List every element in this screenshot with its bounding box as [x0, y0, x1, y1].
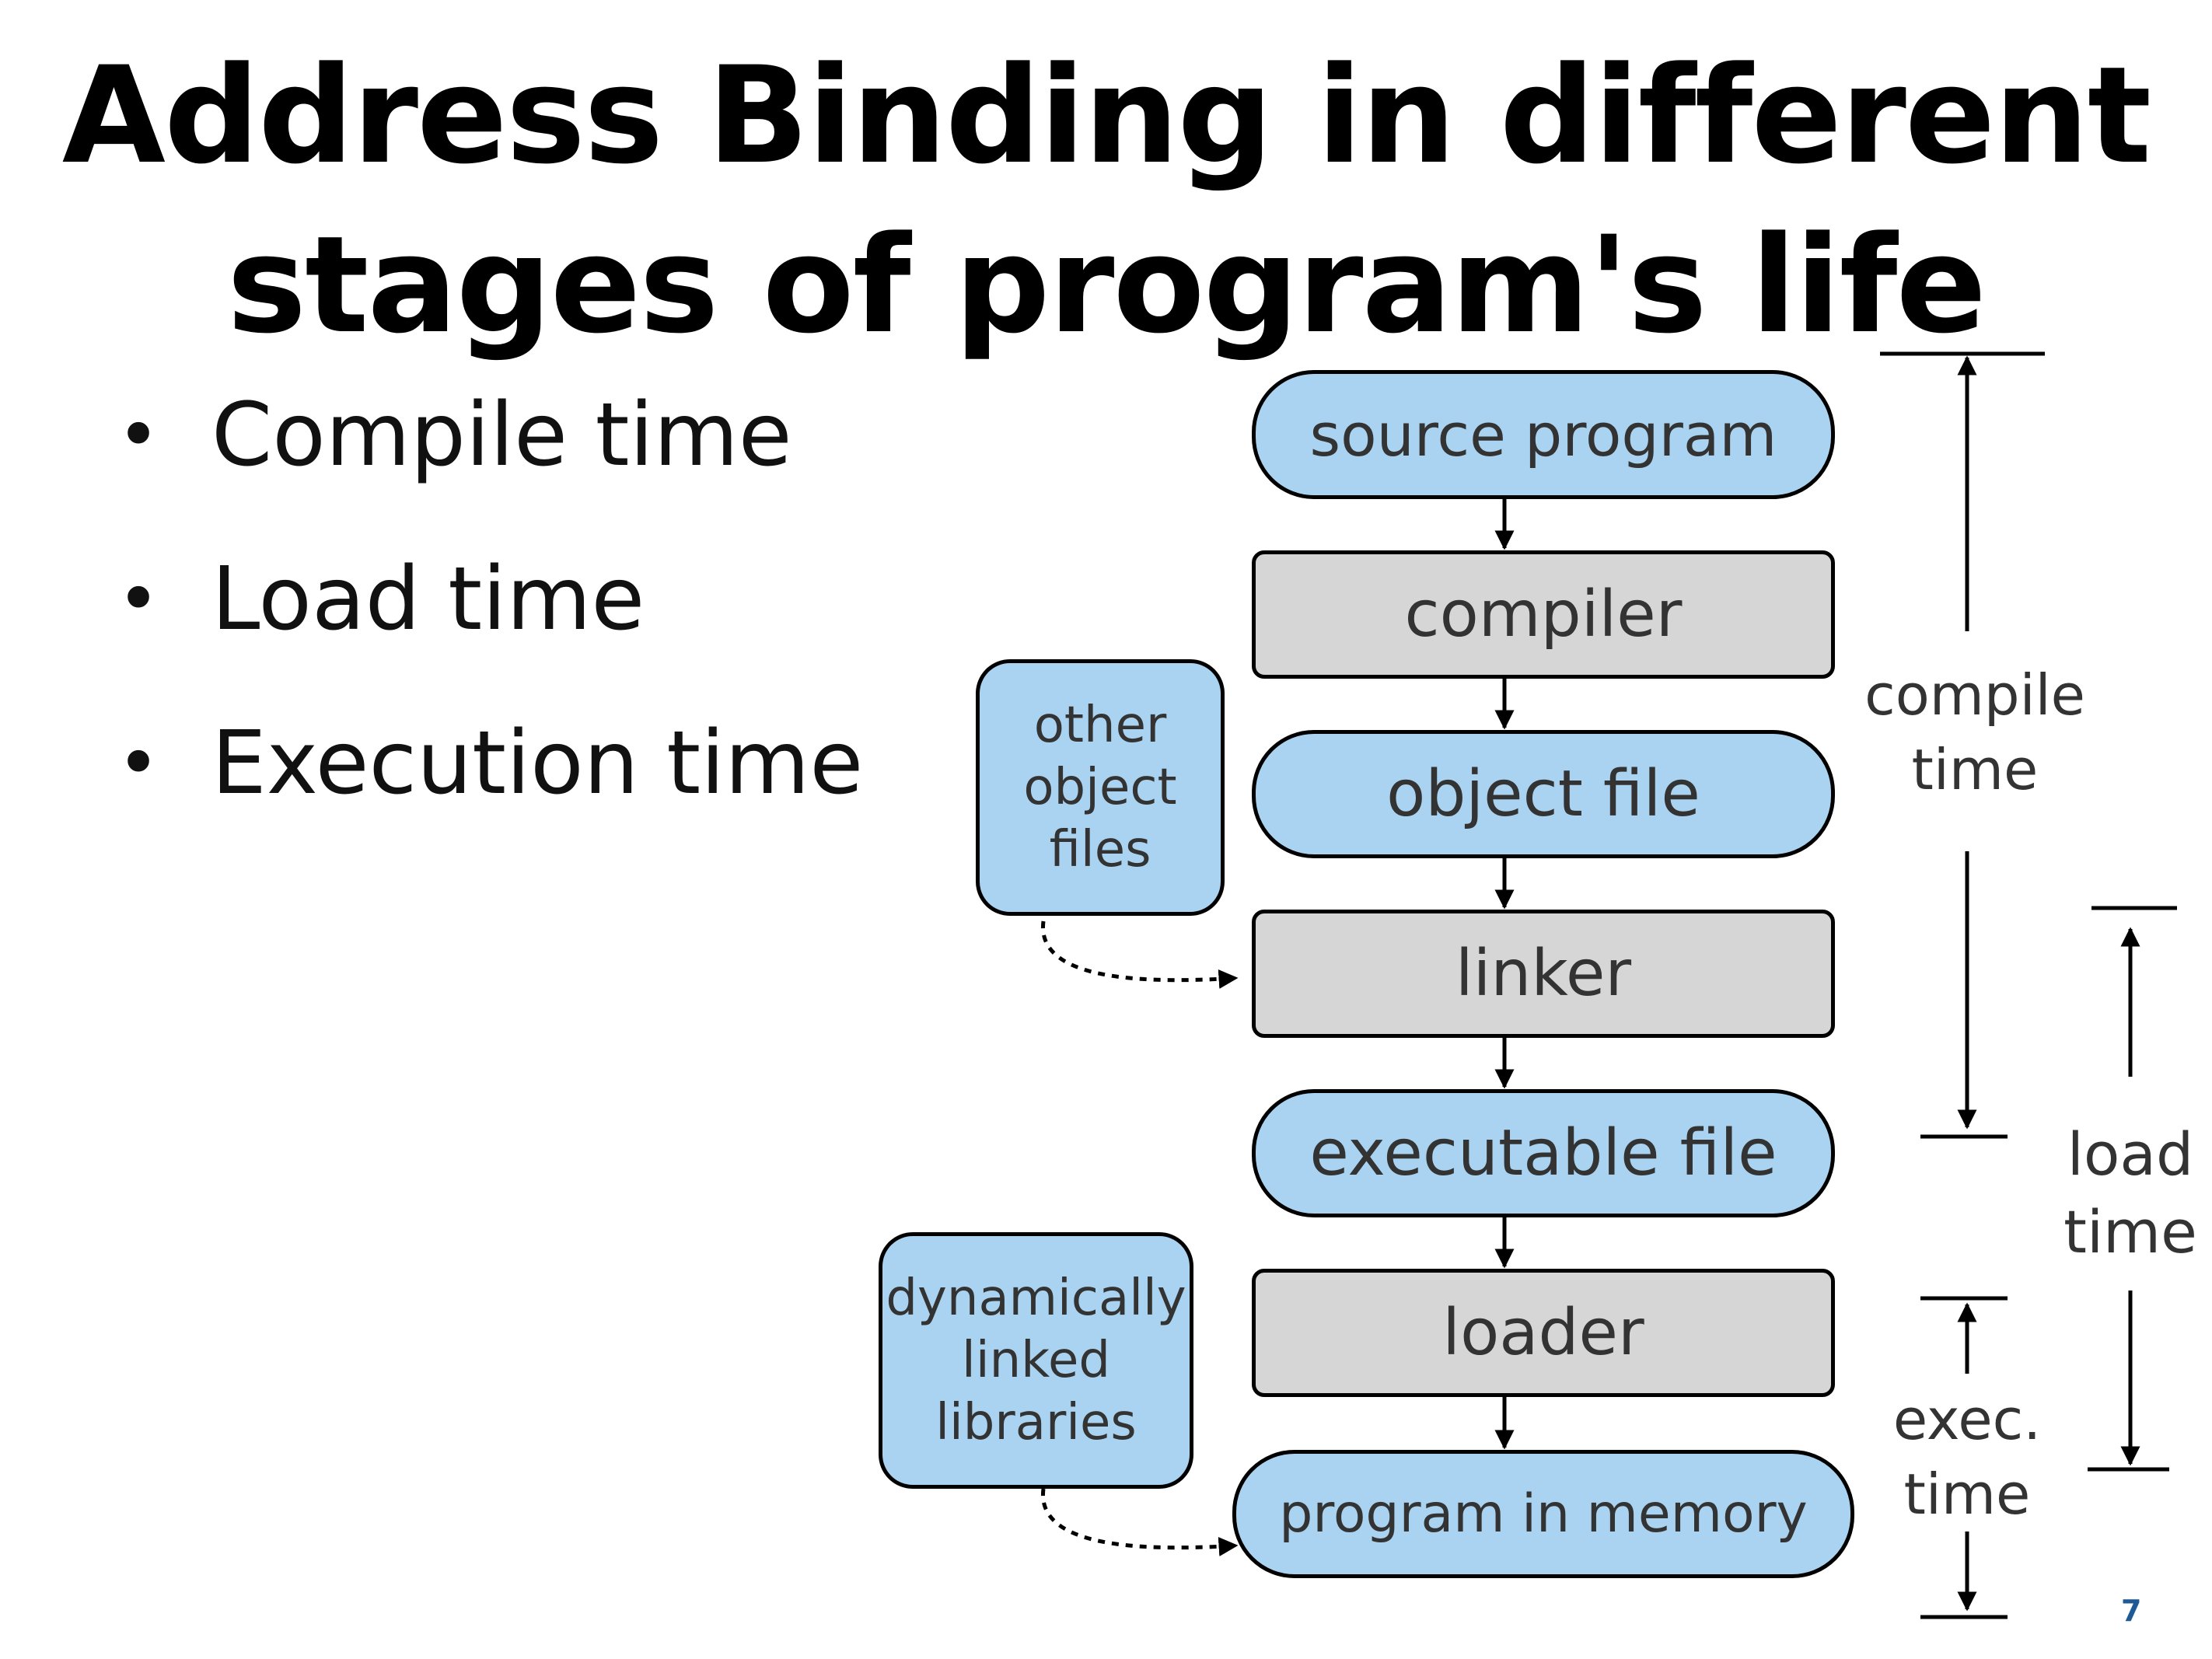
dynamic-libraries-line-2: linked — [962, 1332, 1110, 1389]
other-object-files-node: other object files — [976, 659, 1225, 916]
dynamically-linked-libraries-node: dynamically linked libraries — [879, 1232, 1193, 1489]
title-line-1: Address Binding in different — [61, 37, 2151, 194]
dotted-arrow-objects-to-linker — [1041, 920, 1239, 989]
exec-time-label: exec. time — [1866, 1382, 2068, 1532]
bullet-execution-time: Execution time — [117, 705, 863, 869]
program-in-memory-label: program in memory — [1279, 1483, 1808, 1545]
loader-label: loader — [1442, 1296, 1644, 1370]
compile-time-label: compile time — [1850, 658, 2099, 807]
source-program-label: source program — [1309, 400, 1777, 470]
program-in-memory-node: program in memory — [1232, 1450, 1854, 1578]
executable-file-node: executable file — [1252, 1089, 1835, 1217]
bullet-list: Compile time Load time Execution time — [117, 377, 863, 869]
dotted-arrow-libraries-to-memory — [1041, 1488, 1239, 1556]
bullet-load-time: Load time — [117, 541, 863, 705]
compiler-label: compiler — [1404, 578, 1683, 651]
dynamic-libraries-line-1: dynamically — [886, 1270, 1186, 1327]
slide-title: Address Binding in different stages of p… — [0, 31, 2212, 370]
bullet-compile-time: Compile time — [117, 377, 863, 541]
object-file-node: object file — [1252, 730, 1835, 858]
exec-time-word-2: time — [1903, 1462, 2031, 1527]
load-time-word-1: load — [2067, 1119, 2194, 1189]
dynamic-libraries-line-3: libraries — [935, 1394, 1137, 1451]
other-object-files-line-2: object — [1023, 759, 1177, 816]
title-line-2: stages of program's life — [226, 207, 1987, 363]
exec-time-word-1: exec. — [1892, 1387, 2042, 1452]
source-program-node: source program — [1252, 370, 1835, 499]
executable-file-label: executable file — [1309, 1116, 1777, 1190]
linker-label: linker — [1455, 937, 1632, 1011]
other-object-files-line-3: files — [1049, 821, 1151, 878]
load-time-label: load time — [2022, 1116, 2212, 1271]
compile-time-word-2: time — [1911, 737, 2039, 802]
compiler-node: compiler — [1252, 550, 1835, 679]
loader-node: loader — [1252, 1269, 1835, 1397]
other-object-files-line-1: other — [1033, 697, 1167, 754]
linker-node: linker — [1252, 910, 1835, 1038]
compile-time-word-1: compile — [1864, 662, 2085, 728]
load-time-word-2: time — [2063, 1197, 2197, 1266]
page-number: 7 — [2121, 1594, 2142, 1628]
object-file-label: object file — [1386, 757, 1700, 831]
